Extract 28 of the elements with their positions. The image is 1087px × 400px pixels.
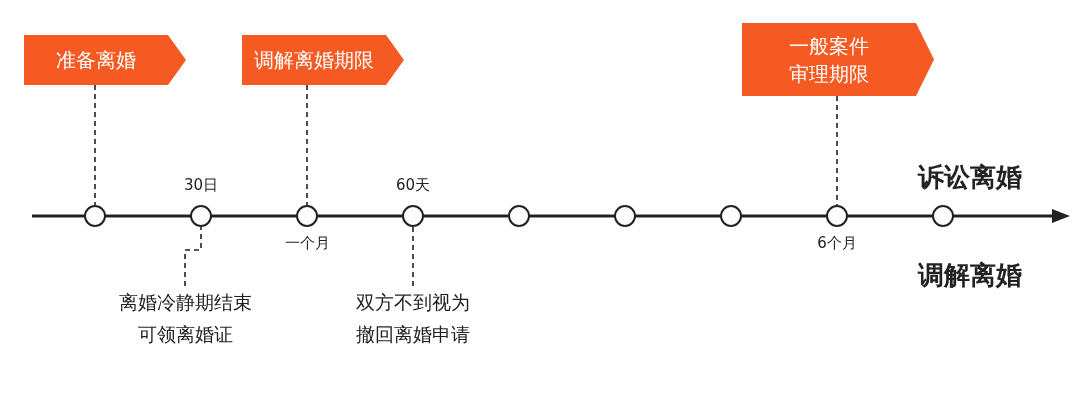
- leader-line: [306, 84, 308, 206]
- track-label: 调解离婚: [918, 259, 1022, 292]
- timeline-node-circle: [402, 205, 424, 227]
- timeline-node-circle: [826, 205, 848, 227]
- leader-line: [836, 95, 838, 206]
- leader-line: [184, 226, 202, 287]
- track-label: 诉讼离婚: [918, 161, 1022, 194]
- note-text: 离婚冷静期结束可领离婚证: [114, 286, 256, 350]
- timeline-node-circle: [296, 205, 318, 227]
- note-text: 双方不到视为撤回离婚申请: [351, 286, 475, 350]
- banner-text: 一般案件审理期限: [788, 32, 870, 88]
- leader-line: [412, 226, 414, 287]
- timeline-node-circle: [720, 205, 742, 227]
- flag-banner: [742, 23, 934, 96]
- time-label: 60天: [395, 176, 431, 195]
- timeline-node-circle: [614, 205, 636, 227]
- timeline-node-circle: [84, 205, 106, 227]
- banner-text: 调解离婚期限: [253, 47, 375, 74]
- timeline-node-circle: [932, 205, 954, 227]
- time-label: 6个月: [817, 234, 857, 253]
- banner-text: 准备离婚: [55, 47, 137, 74]
- flag-banner: [24, 35, 186, 85]
- flag-banner: [242, 35, 404, 85]
- time-label: 30日: [183, 176, 219, 195]
- timeline-node-circle: [190, 205, 212, 227]
- leader-line: [94, 84, 96, 206]
- timeline-node-circle: [508, 205, 530, 227]
- time-label: 一个月: [284, 234, 330, 253]
